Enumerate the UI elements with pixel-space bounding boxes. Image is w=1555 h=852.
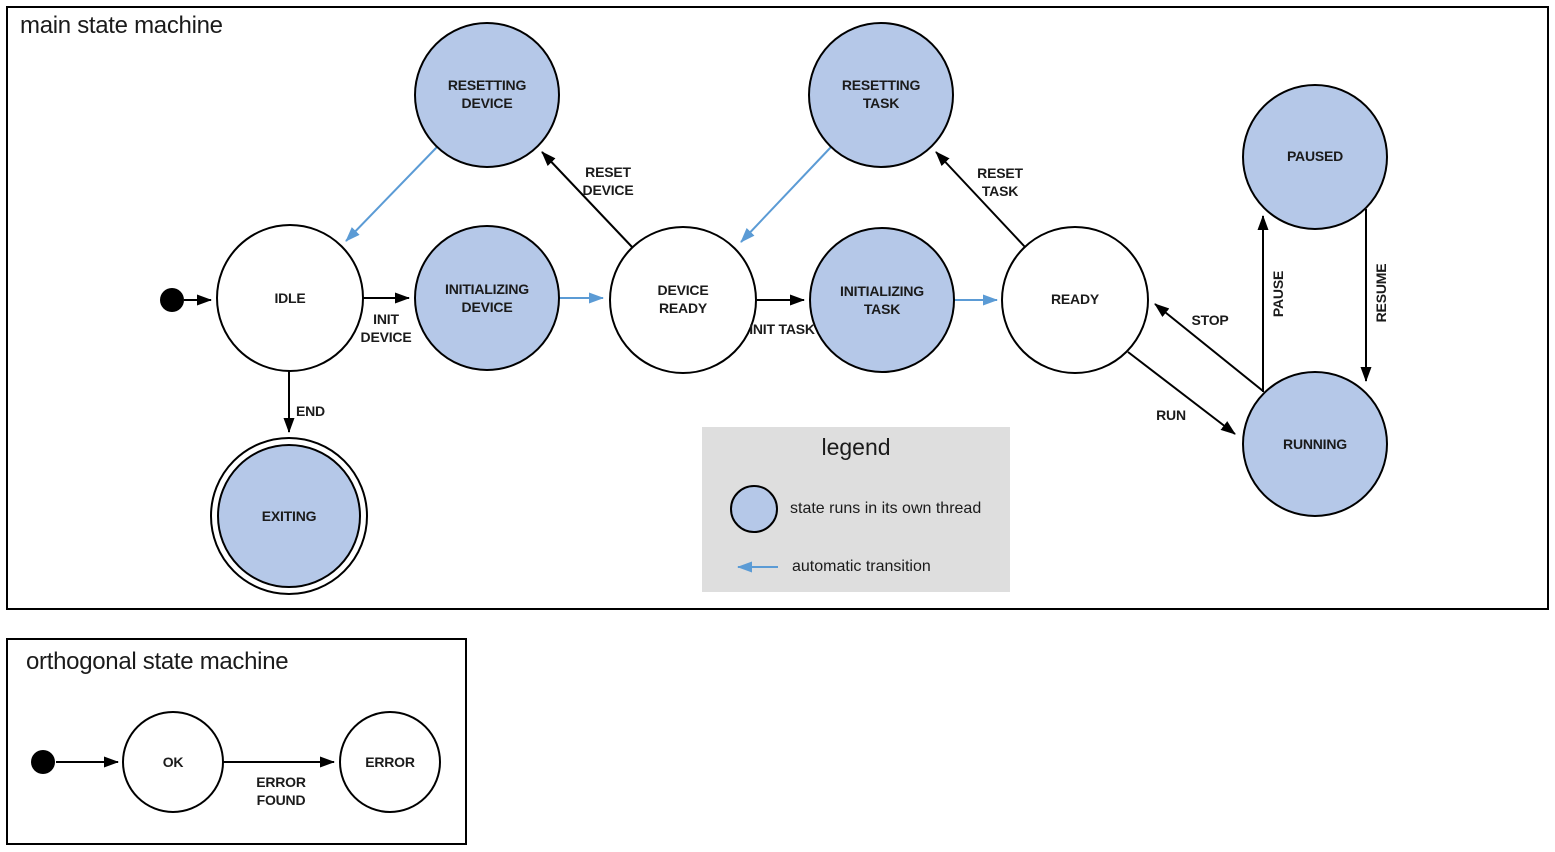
state-circle-exiting	[217, 444, 361, 588]
state-circle-resetting-task	[808, 22, 954, 168]
legend-auto-transition-label: automatic transition	[792, 558, 931, 575]
initial-state-dot-orthogonal	[31, 750, 55, 774]
transition-arrow-run	[1127, 351, 1236, 435]
state-circle-ready	[1001, 226, 1149, 374]
initial-state-dot-main	[160, 288, 184, 312]
state-label-idle: IDLE	[274, 290, 306, 306]
transition-label-reset-task: RESET TASK	[977, 165, 1023, 199]
state-circle-initializing-device	[414, 225, 560, 371]
state-circle-idle	[216, 224, 364, 372]
state-label-running: RUNNING	[1283, 436, 1347, 452]
main-machine-title: main state machine	[20, 12, 223, 39]
state-label-exiting: EXITING	[261, 508, 317, 524]
state-label-error: ERROR	[365, 754, 415, 770]
legend-title: legend	[821, 434, 891, 460]
state-circle-resetting-device	[414, 22, 560, 168]
auto-transition-arrow-resetting-device-to-idle	[345, 146, 438, 242]
state-label-initializing-task: INITIALIZING TASK	[840, 283, 924, 317]
state-circle-initializing-task	[809, 227, 955, 373]
state-label-ok: OK	[162, 754, 184, 770]
state-label-device-ready: DEVICE READY	[657, 282, 709, 316]
state-label-paused: PAUSED	[1286, 148, 1344, 164]
state-circle-error	[339, 711, 441, 813]
transition-label-reset-device: RESET DEVICE	[582, 164, 634, 198]
auto-transition-arrow-resetting-task-to-device-ready	[740, 146, 832, 243]
legend-thread-state-label: state runs in its own thread	[790, 500, 982, 517]
transition-label-end: END	[296, 403, 325, 419]
transition-arrow-stop	[1154, 303, 1264, 392]
state-circle-paused	[1242, 84, 1388, 230]
transition-label-init-task: INIT TASK	[749, 321, 815, 337]
transition-label-error-found: ERROR FOUND	[256, 774, 306, 808]
state-circle-ok	[122, 711, 224, 813]
transition-label-pause: PAUSE	[1270, 270, 1286, 318]
orthogonal-machine-title: orthogonal state machine	[26, 648, 289, 675]
state-label-resetting-device: RESETTING DEVICE	[447, 77, 527, 111]
legend-thread-state-icon	[730, 485, 778, 533]
transition-label-run: RUN	[1156, 407, 1186, 423]
state-circle-running	[1242, 371, 1388, 517]
state-circle-device-ready	[609, 226, 757, 374]
transition-label-resume: RESUME	[1373, 263, 1389, 323]
state-label-resetting-task: RESETTING TASK	[841, 77, 921, 111]
transition-label-stop: STOP	[1191, 312, 1229, 328]
state-label-initializing-device: INITIALIZING DEVICE	[445, 281, 529, 315]
transition-arrow-reset-task	[935, 151, 1026, 248]
state-label-ready: READY	[1050, 291, 1099, 307]
transition-arrow-reset-device	[541, 151, 634, 249]
transition-label-init-device: INIT DEVICE	[360, 311, 412, 345]
